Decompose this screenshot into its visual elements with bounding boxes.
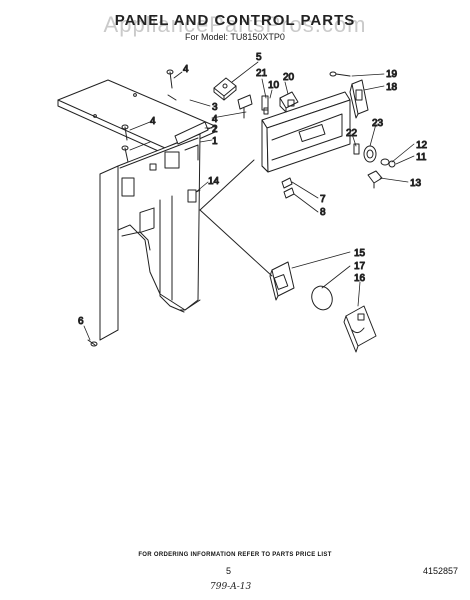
callout-4: 4 <box>183 64 189 75</box>
ordering-note: FOR ORDERING INFORMATION REFER TO PARTS … <box>138 552 332 558</box>
page-number: 5 <box>226 566 232 576</box>
callout-23: 23 <box>372 118 384 129</box>
callout-4b: 4 <box>212 114 218 125</box>
callout-11: 11 <box>416 152 427 163</box>
control-panel <box>261 91 351 173</box>
assembly-line <box>199 209 273 277</box>
knobs-top <box>261 91 299 115</box>
callout-21: 21 <box>256 68 268 79</box>
callout-22: 22 <box>346 128 358 139</box>
callout-5: 5 <box>256 52 262 63</box>
bracket <box>174 121 209 161</box>
callout-15: 15 <box>354 248 366 259</box>
callout-3: 3 <box>212 102 218 113</box>
small-parts <box>353 143 396 189</box>
document-part-number: 4152857 <box>422 566 458 576</box>
watermark: AppliancePartsPros.com <box>103 12 367 37</box>
callout-19: 19 <box>386 69 398 80</box>
assembly-line-2 <box>199 159 255 211</box>
back-frame <box>99 133 201 341</box>
callout-20: 20 <box>283 72 295 83</box>
page-title: PANEL AND CONTROL PARTS <box>114 12 356 29</box>
callout-13: 13 <box>410 178 422 189</box>
model-label: For Model: TU8150XTP0 <box>185 32 285 42</box>
top-panel <box>57 79 216 155</box>
callout-12: 12 <box>416 140 428 151</box>
callout-18: 18 <box>386 82 398 93</box>
callout-4c: 4 <box>150 116 156 127</box>
pins <box>281 177 295 199</box>
callout-6: 6 <box>78 316 84 327</box>
callout-14: 14 <box>208 176 220 187</box>
callout-17: 17 <box>354 261 366 272</box>
disk <box>311 285 333 311</box>
callout-1: 1 <box>212 136 218 147</box>
callout-10: 10 <box>268 80 280 91</box>
callout-8: 8 <box>320 207 326 218</box>
callout-16: 16 <box>354 273 366 284</box>
callout-7: 7 <box>320 194 326 205</box>
callout-2: 2 <box>212 124 218 135</box>
right-bracket <box>349 79 369 119</box>
switch-assembly <box>213 77 253 119</box>
leader-lines <box>83 61 415 341</box>
housing <box>269 261 295 301</box>
cover <box>343 305 377 353</box>
screws <box>87 69 351 347</box>
handwritten-note: 799-A-13 <box>210 582 252 592</box>
